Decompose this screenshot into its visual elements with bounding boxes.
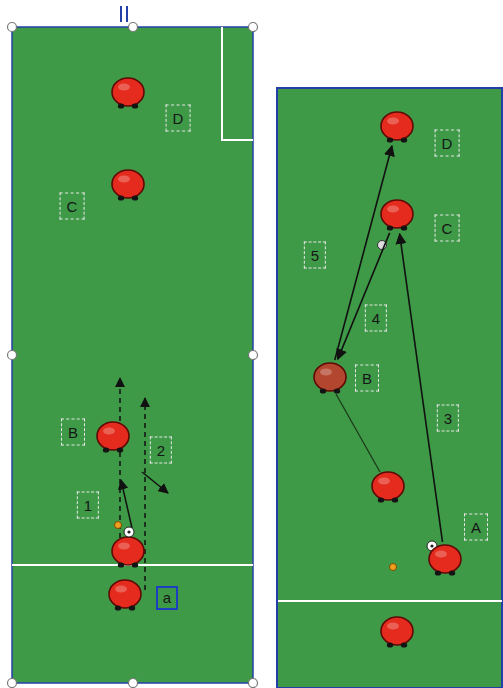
- support-line: [336, 394, 380, 472]
- drawing-part: [8, 679, 17, 688]
- label-box: B: [61, 419, 85, 446]
- player-node: B: [312, 361, 348, 395]
- ball: [124, 527, 134, 537]
- marker-box: a: [156, 586, 178, 610]
- drawing-part: [129, 23, 138, 32]
- label-box: B: [355, 365, 379, 392]
- player-icon: [427, 543, 463, 577]
- label-box: A: [464, 514, 488, 541]
- player-icon: [112, 537, 144, 568]
- callout-box: 1: [77, 492, 99, 519]
- cone: [390, 564, 397, 571]
- run-arrow: [119, 378, 121, 538]
- callout-box: 2: [150, 437, 172, 464]
- rotate-handle: [120, 6, 122, 22]
- drawing-part: [124, 527, 134, 537]
- callout-number: 3: [437, 405, 459, 432]
- player-letter: C: [435, 215, 460, 242]
- player-icon: [379, 198, 415, 232]
- selection-handles: [8, 23, 258, 688]
- label-box: D: [435, 130, 460, 157]
- player-node: D: [110, 76, 146, 110]
- player-body: [112, 78, 144, 109]
- player-icon: [372, 472, 404, 503]
- field-line: [278, 600, 502, 602]
- callout-number: 4: [365, 305, 387, 332]
- pass-arrow: [335, 146, 392, 360]
- pitch-panel: [12, 27, 253, 683]
- callout-box: 5: [304, 242, 326, 269]
- player-icon: [110, 168, 146, 202]
- player-node: C: [379, 198, 415, 232]
- player-body: [429, 545, 461, 576]
- drawing-part: [8, 23, 17, 32]
- player-body: [381, 200, 413, 231]
- drawing-part: [249, 23, 258, 32]
- player-node: B: [95, 420, 131, 454]
- drawing-part: [430, 544, 433, 547]
- player-body: [112, 170, 144, 201]
- label-box: C: [60, 193, 85, 220]
- rotate-handle: [126, 6, 128, 22]
- pass-arrow: [400, 234, 443, 542]
- player-body: [97, 422, 129, 453]
- player-letter: C: [60, 193, 85, 220]
- player-icon: [379, 110, 415, 144]
- penalty-box-line: [222, 27, 253, 140]
- run-arrow: [144, 398, 146, 590]
- player-body: [381, 112, 413, 143]
- cone: [115, 522, 122, 529]
- drawing-part: [249, 679, 258, 688]
- pitch-panel: [277, 88, 502, 688]
- player-letter: D: [435, 130, 460, 157]
- drawing-part: [249, 351, 258, 360]
- drawing-part: [8, 351, 17, 360]
- marker-letter: a: [163, 589, 171, 606]
- player-icon: [110, 76, 146, 110]
- drawing-part: [127, 530, 130, 533]
- callout-number: 5: [304, 242, 326, 269]
- callout-box: 3: [437, 405, 459, 432]
- player-body: [314, 363, 346, 394]
- player-letter: D: [166, 105, 191, 132]
- player-letter: A: [464, 514, 488, 541]
- player-icon: [381, 617, 413, 648]
- callout-number: 1: [77, 492, 99, 519]
- player-node: C: [110, 168, 146, 202]
- pass-arrow: [142, 472, 168, 493]
- pass-arrow: [121, 480, 132, 528]
- player-icon: [312, 361, 348, 395]
- callout-number: 2: [150, 437, 172, 464]
- player-icon: [95, 420, 131, 454]
- player-letter: B: [355, 365, 379, 392]
- label-box: D: [166, 105, 191, 132]
- player-icon: [109, 580, 141, 611]
- player-letter: B: [61, 419, 85, 446]
- drawing-part: [129, 679, 138, 688]
- label-box: C: [435, 215, 460, 242]
- callout-box: 4: [365, 305, 387, 332]
- player-node: A: [427, 543, 463, 577]
- player-node: D: [379, 110, 415, 144]
